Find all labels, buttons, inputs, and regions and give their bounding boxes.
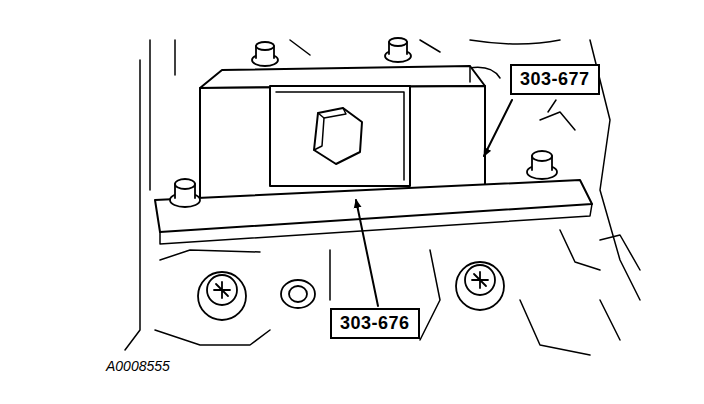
tool-number: 303-676 — [330, 308, 420, 339]
figure-id: A0008555 — [104, 358, 172, 374]
tool-number: 303-677 — [510, 64, 600, 95]
